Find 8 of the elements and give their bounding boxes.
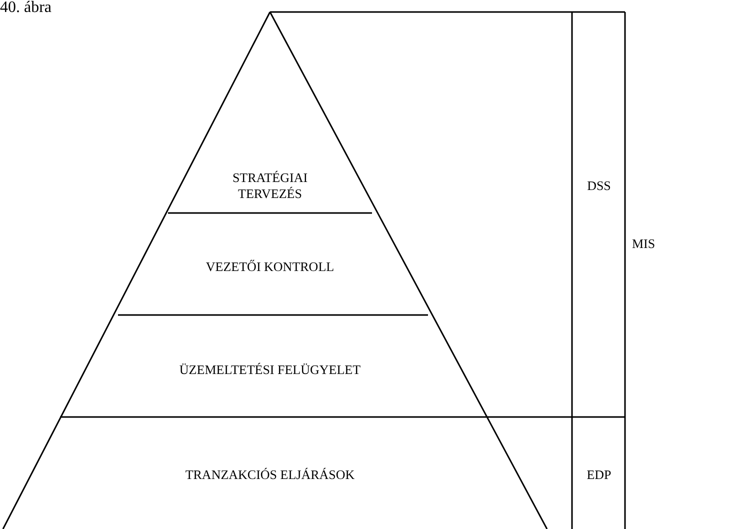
layer-label: ÜZEMELTETÉSI FELÜGYELET: [120, 362, 420, 378]
layer-label: TRANZAKCIÓS ELJÁRÁSOK: [110, 467, 430, 483]
system-label: EDP: [574, 467, 624, 483]
layer-label: STRATÉGIAI TERVEZÉS: [200, 170, 340, 202]
system-label: DSS: [574, 178, 624, 194]
layer-label: VEZETŐI KONTROLL: [170, 259, 370, 275]
system-label: MIS: [632, 236, 682, 252]
figure-title: 40. ábra: [0, 0, 52, 16]
